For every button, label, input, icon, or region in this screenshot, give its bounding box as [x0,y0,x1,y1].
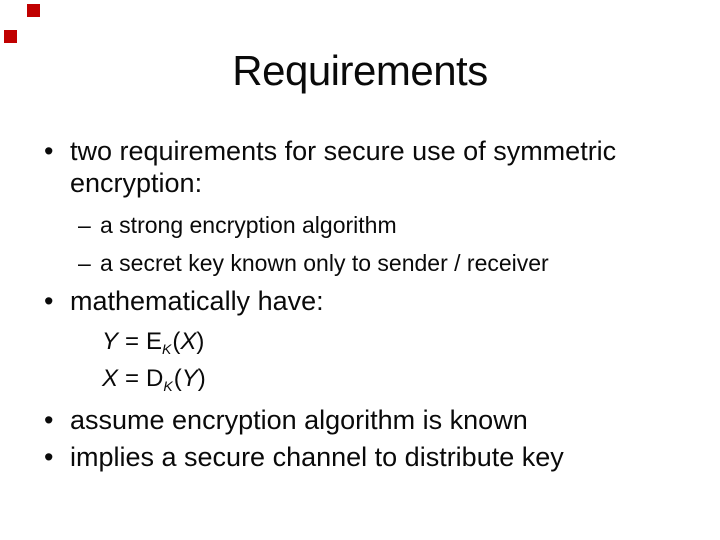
bullet-dot-icon: • [44,286,54,316]
slide-title: Requirements [232,47,488,94]
math-2-subscript: K [163,378,173,394]
dash-icon: – [78,212,91,238]
bullet-1-text: two requirements for secure use of symme… [70,135,616,199]
sub-bullet-item-1: – a strong encryption algorithm [78,211,397,239]
sub-bullet-2-text: a secret key known only to sender / rece… [100,250,549,276]
math-1-lhs: Y [102,328,119,355]
bullet-3-text: assume encryption algorithm is known [70,405,528,435]
math-2-equals: = [125,365,140,392]
math-2-arg: Y [181,365,198,392]
bullet-item-1: • two requirements for secure use of sym… [44,135,616,199]
bullet-item-2: • mathematically have: [44,285,324,317]
math-1-equals: = [125,328,140,355]
dash-icon: – [78,250,91,276]
math-2-close-paren: ) [197,365,206,392]
bullet-1-line-1: two requirements for secure use of symme… [70,136,617,166]
red-square-decor-top [27,4,40,17]
math-line-2: X=DK(Y) [102,364,206,401]
red-square-decor-left [4,30,17,43]
math-1-arg: X [180,328,197,355]
math-2-open-paren: ( [173,365,182,392]
math-2-func: D [146,365,164,392]
bullet-item-3: • assume encryption algorithm is known [44,404,528,436]
math-line-1: Y=EK(X) [102,327,204,364]
bullet-item-4: • implies a secure channel to distribute… [44,441,564,473]
bullet-dot-icon: • [44,442,54,472]
bullet-dot-icon: • [44,405,54,435]
bullet-4-text: implies a secure channel to distribute k… [70,442,564,472]
math-2-lhs: X [102,365,119,392]
math-1-close-paren: ) [196,328,205,355]
bullet-dot-icon: • [44,136,54,166]
math-1-open-paren: ( [172,328,181,355]
sub-bullet-1-text: a strong encryption algorithm [100,212,397,238]
math-1-subscript: K [162,341,172,357]
math-1-func: E [146,328,163,355]
bullet-2-text: mathematically have: [70,286,324,316]
sub-bullet-item-2: – a secret key known only to sender / re… [78,249,549,277]
bullet-1-line-2: encryption: [70,168,203,198]
